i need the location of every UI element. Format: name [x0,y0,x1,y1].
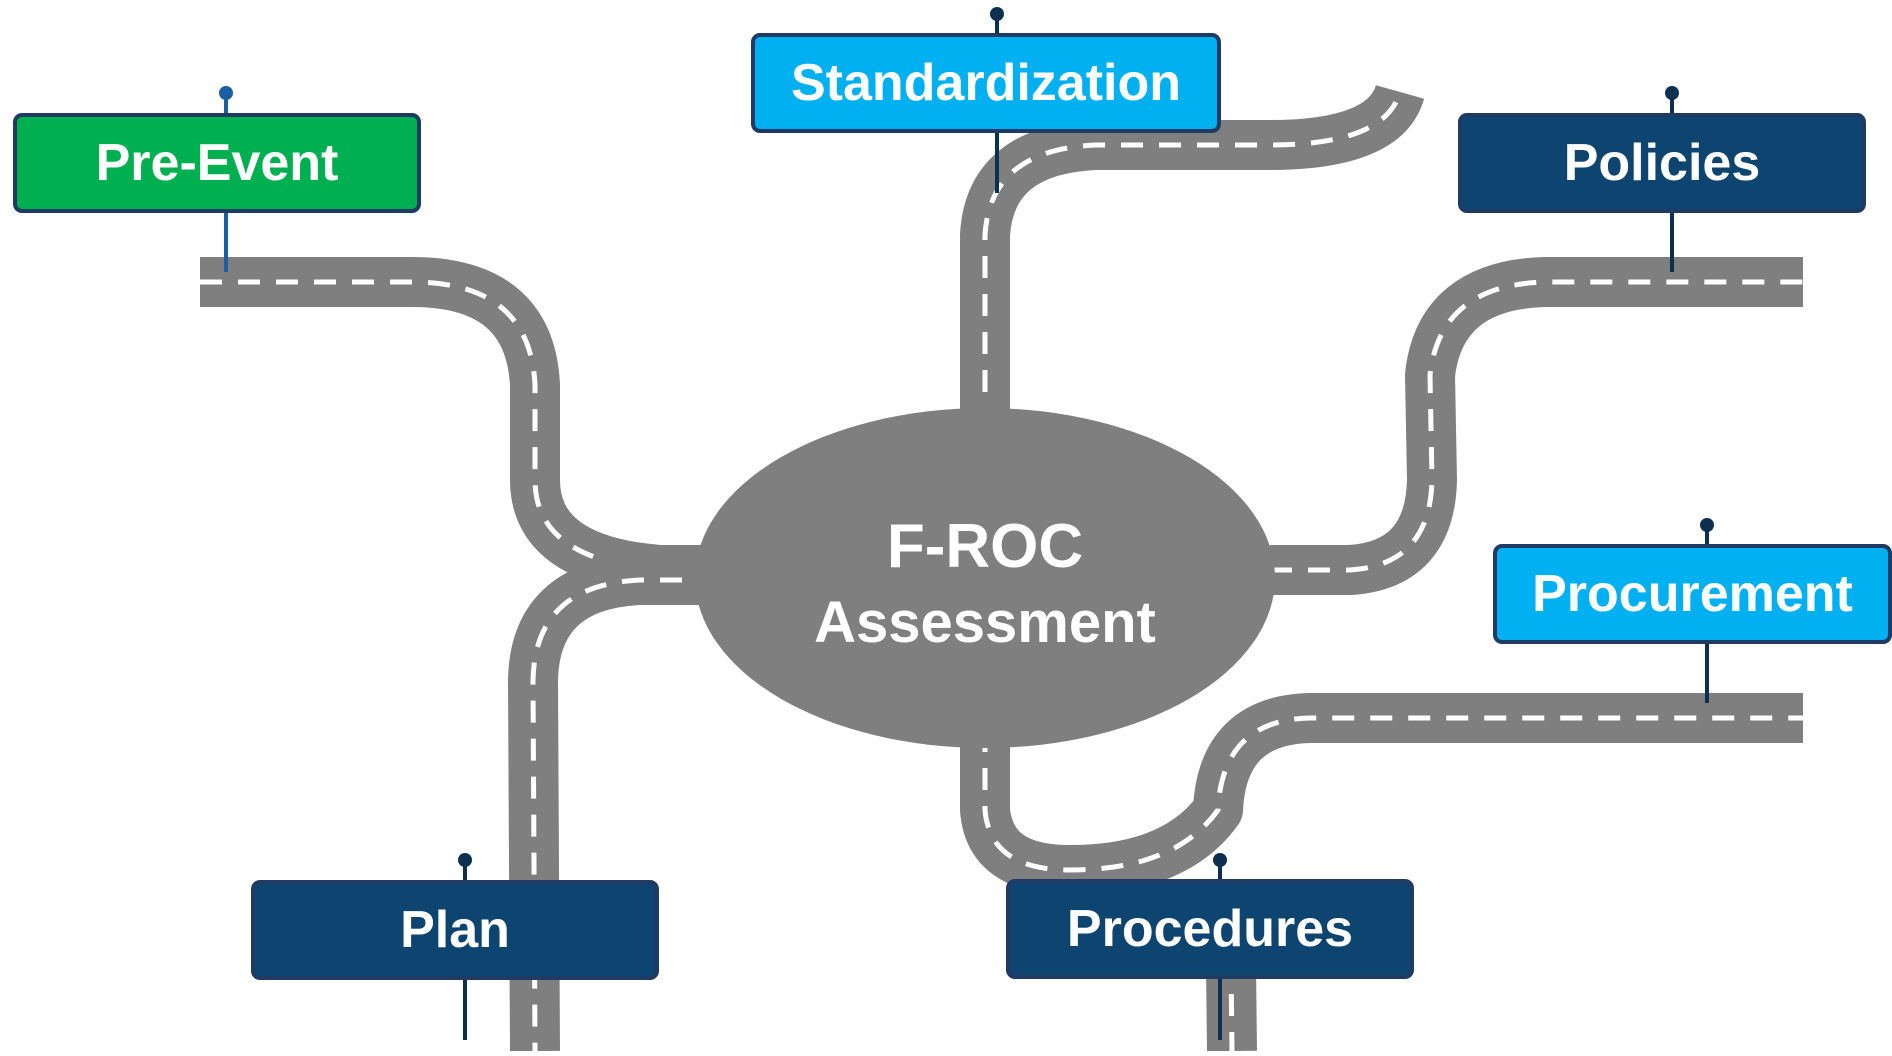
pin-standardization [990,7,1004,193]
pin-pre-event [219,86,233,272]
label-procurement: Procurement [1493,544,1892,644]
road-policies [1270,257,1803,595]
label-procedures-text: Procedures [1066,900,1354,958]
label-plan-text: Plan [400,901,510,959]
hub-node: F-ROC Assessment [695,408,1275,748]
label-standardization-text: Standardization [790,54,1182,112]
hub-title: F-ROC [887,512,1083,581]
label-standardization: Standardization [751,33,1221,133]
hub-ellipse [695,408,1275,748]
road-plan [508,555,720,1052]
label-pre-event-text: Pre-Event [95,134,339,192]
label-policies: Policies [1458,113,1866,213]
road-pre-event [200,257,720,595]
label-procurement-text: Procurement [1532,565,1853,623]
label-pre-event: Pre-Event [13,113,421,213]
label-procedures: Procedures [1006,879,1414,979]
pin-policies [1665,86,1679,272]
label-policies-text: Policies [1563,134,1761,192]
road-standardization [960,83,1425,430]
road-procedures [960,693,1803,895]
label-plan: Plan [251,880,659,980]
hub-subtitle: Assessment [814,590,1156,655]
